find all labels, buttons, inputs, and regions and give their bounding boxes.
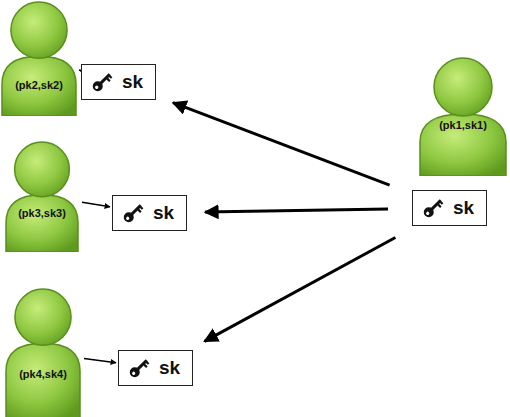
arrow-connector — [173, 103, 390, 186]
arrow-connector — [84, 359, 116, 363]
person-figure — [4, 287, 82, 417]
secret-key-label: sk — [453, 196, 474, 220]
key-pair-label: (pk3,sk3) — [4, 206, 80, 220]
secret-key-label: sk — [153, 201, 174, 225]
key-pair-label: (pk2,sk2) — [0, 78, 78, 92]
person-node: (pk1,sk1) — [418, 56, 508, 176]
key-box: sk — [412, 190, 487, 226]
key-icon — [90, 70, 114, 94]
key-icon — [127, 356, 151, 380]
key-icon — [121, 201, 145, 225]
arrow-connector — [205, 209, 388, 212]
key-pair-label: (pk4,sk4) — [4, 367, 82, 381]
key-box: sk — [112, 195, 187, 231]
arrow-connector — [82, 202, 110, 207]
key-icon — [421, 196, 445, 220]
arrow-connector — [205, 238, 396, 342]
secret-key-label: sk — [159, 356, 180, 380]
person-figure — [418, 56, 508, 176]
person-node: (pk3,sk3) — [4, 140, 80, 252]
secret-key-label: sk — [122, 70, 143, 94]
key-box: sk — [81, 64, 156, 100]
key-pair-label: (pk1,sk1) — [418, 118, 508, 132]
key-box: sk — [118, 350, 193, 386]
person-figure — [0, 0, 78, 116]
person-figure — [4, 140, 80, 252]
person-node: (pk2,sk2) — [0, 0, 78, 116]
person-node: (pk4,sk4) — [4, 287, 82, 417]
